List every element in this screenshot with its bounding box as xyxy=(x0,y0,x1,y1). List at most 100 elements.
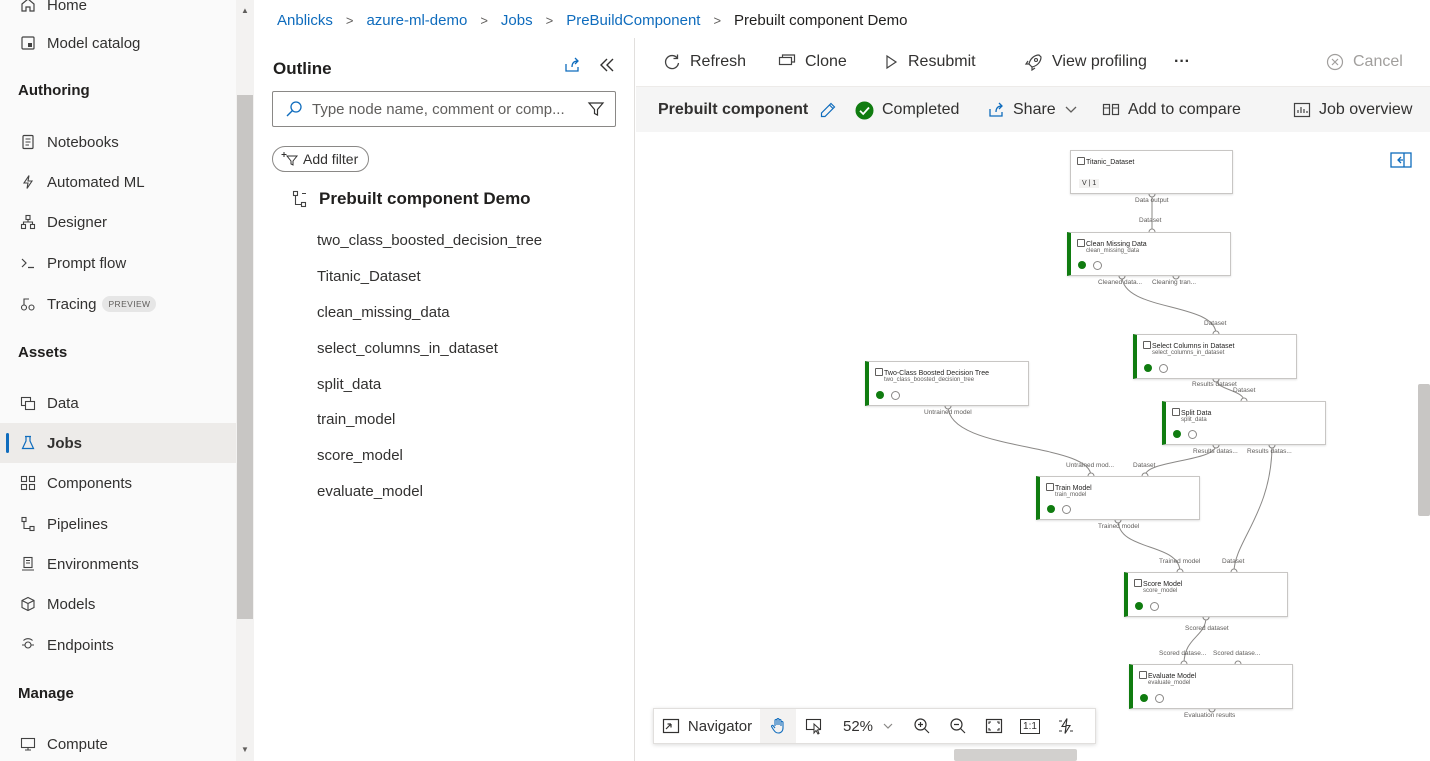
nav-item-label: Designer xyxy=(47,213,108,231)
prompt-icon xyxy=(18,253,38,273)
pan-tool-button[interactable] xyxy=(760,709,796,743)
more-button[interactable]: ··· xyxy=(1174,50,1190,74)
nav-item-designer[interactable]: Designer xyxy=(18,205,107,239)
outline-item[interactable]: Titanic_Dataset xyxy=(317,268,421,285)
module-icon xyxy=(1172,408,1180,416)
nav-item-home[interactable]: Home xyxy=(18,0,87,22)
node-subtitle: evaluate_model xyxy=(1148,680,1191,686)
nav-item-components[interactable]: Components xyxy=(18,466,132,500)
edit-name-button[interactable] xyxy=(819,99,837,121)
node-select-columns[interactable]: Select Columns in Dataset select_columns… xyxy=(1133,334,1297,379)
refresh-button[interactable]: Refresh xyxy=(663,50,746,74)
node-boosted-decision-tree[interactable]: Two-Class Boosted Decision Tree two_clas… xyxy=(865,361,1029,406)
nav-item-label: Jobs xyxy=(47,434,83,452)
breadcrumb-link[interactable]: Jobs xyxy=(500,11,533,29)
nav-item-label: Pipelines xyxy=(47,515,108,533)
nav-item-automated-ml[interactable]: Automated ML xyxy=(18,165,145,199)
node-train-model[interactable]: Train Model train_model xyxy=(1036,476,1200,520)
edge-score-evaluate xyxy=(1183,616,1207,665)
nav-item-endpoints[interactable]: Endpoints xyxy=(18,628,114,662)
nav-item-models[interactable]: Models xyxy=(18,587,95,621)
auto-layout-button[interactable] xyxy=(1048,709,1084,743)
add-filter-icon xyxy=(281,151,299,167)
zoom-out-button[interactable] xyxy=(940,709,976,743)
cancel-button[interactable]: Cancel xyxy=(1326,50,1403,74)
outline-item[interactable]: evaluate_model xyxy=(317,483,423,500)
outline-item[interactable]: two_class_boosted_decision_tree xyxy=(317,232,543,249)
port-label: Results dataset xyxy=(1192,381,1237,388)
navigator-button[interactable]: Navigator xyxy=(654,709,760,743)
expand-panel-icon[interactable] xyxy=(1390,152,1412,168)
node-titanic-dataset[interactable]: Titanic_Dataset V | 1 xyxy=(1070,150,1233,194)
canvas-vertical-scrollbar[interactable] xyxy=(1418,384,1430,516)
node-evaluate-model[interactable]: Evaluate Model evaluate_model xyxy=(1129,664,1293,709)
share-button[interactable]: Share xyxy=(987,99,1077,121)
nav-item-jobs[interactable]: Jobs xyxy=(18,426,82,460)
overview-icon xyxy=(1293,102,1311,118)
tree-icon xyxy=(875,368,883,376)
share-icon[interactable] xyxy=(561,54,583,76)
select-cursor-icon xyxy=(805,717,823,735)
nav-item-label: Home xyxy=(47,0,88,14)
nav-scrollbar[interactable]: ▲ ▼ xyxy=(236,0,254,761)
canvas-horizontal-scrollbar[interactable] xyxy=(954,749,1077,761)
refresh-label: Refresh xyxy=(690,53,747,70)
search-input[interactable] xyxy=(312,100,574,118)
environment-icon xyxy=(18,554,38,574)
select-tool-button[interactable] xyxy=(796,709,832,743)
breadcrumb-link[interactable]: Anblicks xyxy=(277,11,333,29)
node-split-data[interactable]: Split Data split_data xyxy=(1162,401,1326,445)
job-overview-button[interactable]: Job overview xyxy=(1293,99,1412,121)
auto-layout-icon xyxy=(1057,717,1075,735)
breadcrumb: Anblicks > azure-ml-demo > Jobs > PreBui… xyxy=(277,9,907,31)
subgraph-icon xyxy=(891,391,900,400)
add-filter-button[interactable]: Add filter xyxy=(272,146,370,172)
view-profiling-button[interactable]: View profiling xyxy=(1023,50,1147,74)
nav-item-tracing[interactable]: Tracing PREVIEW xyxy=(18,287,157,321)
port-label: Scored datase... xyxy=(1213,650,1261,657)
pipeline-canvas[interactable]: Titanic_Dataset V | 1 Clean Missing Data… xyxy=(636,132,1430,761)
add-to-compare-button[interactable]: Add to compare xyxy=(1102,99,1241,121)
zoom-in-button[interactable] xyxy=(904,709,940,743)
nav-scrollbar-thumb[interactable] xyxy=(237,95,253,619)
node-title: Score Model xyxy=(1143,581,1183,588)
outline-item[interactable]: select_columns_in_dataset xyxy=(317,340,498,357)
nav-item-label: Data xyxy=(47,394,79,412)
view-profiling-label: View profiling xyxy=(1052,53,1147,70)
resubmit-button[interactable]: Resubmit xyxy=(883,50,976,74)
nav-item-label: Components xyxy=(47,474,133,492)
nav-item-compute[interactable]: Compute xyxy=(18,727,108,761)
nav-item-notebooks[interactable]: Notebooks xyxy=(18,125,119,159)
chevron-down-icon xyxy=(1065,106,1077,114)
actual-size-icon: 1:1 xyxy=(1020,718,1040,734)
node-score-model[interactable]: Score Model score_model xyxy=(1124,572,1288,617)
node-title: Select Columns in Dataset xyxy=(1152,343,1235,350)
nav-item-pipelines[interactable]: Pipelines xyxy=(18,507,108,541)
breadcrumb-link[interactable]: PreBuildComponent xyxy=(566,11,701,29)
nav-item-label: Tracing xyxy=(47,295,97,313)
nav-item-label: Model catalog xyxy=(47,34,141,52)
filter-icon[interactable] xyxy=(585,98,607,120)
nav-item-environments[interactable]: Environments xyxy=(18,547,139,581)
outline-item[interactable]: clean_missing_data xyxy=(317,304,450,321)
module-icon xyxy=(1139,671,1147,679)
job-overview-label: Job overview xyxy=(1319,101,1413,118)
nav-item-data[interactable]: Data xyxy=(18,386,79,420)
scroll-down-icon[interactable]: ▼ xyxy=(241,745,249,754)
dataset-icon xyxy=(1077,157,1085,165)
outline-root[interactable]: Prebuilt component Demo xyxy=(292,189,531,209)
clone-button[interactable]: Clone xyxy=(778,50,847,74)
outline-item[interactable]: split_data xyxy=(317,376,382,393)
collapse-panel-icon[interactable] xyxy=(596,54,618,76)
actual-size-button[interactable]: 1:1 xyxy=(1012,709,1048,743)
nav-item-model-catalog[interactable]: Model catalog xyxy=(18,26,140,60)
node-clean-missing-data[interactable]: Clean Missing Data clean_missing_data xyxy=(1067,232,1231,276)
breadcrumb-link[interactable]: azure-ml-demo xyxy=(366,11,468,29)
zoom-dropdown[interactable]: 52% xyxy=(832,709,904,743)
fit-to-screen-button[interactable] xyxy=(976,709,1012,743)
outline-item[interactable]: train_model xyxy=(317,411,396,428)
outline-item[interactable]: score_model xyxy=(317,447,403,464)
nav-item-prompt-flow[interactable]: Prompt flow xyxy=(18,246,126,280)
cancel-icon xyxy=(1326,53,1344,71)
scroll-up-icon[interactable]: ▲ xyxy=(241,6,249,15)
